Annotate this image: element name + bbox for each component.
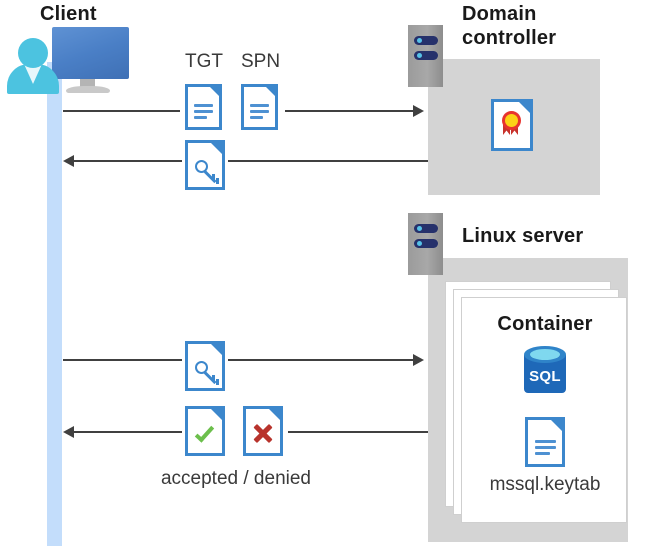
sql-label: SQL [529,368,561,385]
keytab-filename-label: mssql.keytab [489,474,601,495]
linux-server-server-rack-icon [408,213,443,275]
spn-label: SPN [241,51,281,72]
tgt-label: TGT [185,51,223,72]
flow-arrow-client-to-dc-segment-b [285,110,413,112]
flow-arrow-linux-to-client-segment-a [74,431,182,433]
denied-document-icon [243,406,283,456]
client-lifeline [47,62,62,546]
person-collar-icon [24,64,42,84]
monitor-screen-icon [52,27,129,79]
certificate-document-icon [491,99,533,151]
client-icon [0,0,140,100]
flow-arrow-dc-to-client-segment-a [74,160,182,162]
domain-controller-title-line1: Domain [462,3,537,25]
accepted-document-icon [185,406,225,456]
flow-arrow-linux-to-client-segment-b [288,431,428,433]
result-label: accepted / denied [160,468,311,489]
monitor-neck-icon [80,79,95,89]
client-title: Client [40,3,97,25]
spn-document-icon [241,84,278,130]
tgt-document-icon [185,84,222,130]
domain-controller-title-line2: controller [462,27,557,49]
container-title: Container [497,313,593,335]
flow-arrow-client-to-linux-segment-a [63,359,182,361]
sql-database-icon: SQL [522,346,568,398]
container-card-front[interactable]: Container SQL mssql.keytab [461,297,627,523]
linux-server-title: Linux server [462,225,584,247]
flow-arrow-dc-to-client-segment-b [228,160,428,162]
flow-arrow-client-to-dc-segment-a [63,110,180,112]
flow-arrow-dc-to-client-head [63,155,74,167]
domain-controller-server-rack-icon [408,25,443,87]
ticket-key-document-icon-lower [185,341,225,391]
flow-arrow-linux-to-client-head [63,426,74,438]
monitor-base-icon [66,86,110,93]
person-head-icon [18,38,48,68]
ticket-key-document-icon-upper [185,140,225,190]
flow-arrow-client-to-dc-head [413,105,424,117]
flow-arrow-client-to-linux-head [413,354,424,366]
flow-arrow-client-to-linux-segment-b [228,359,413,361]
keytab-document-icon [525,417,565,467]
